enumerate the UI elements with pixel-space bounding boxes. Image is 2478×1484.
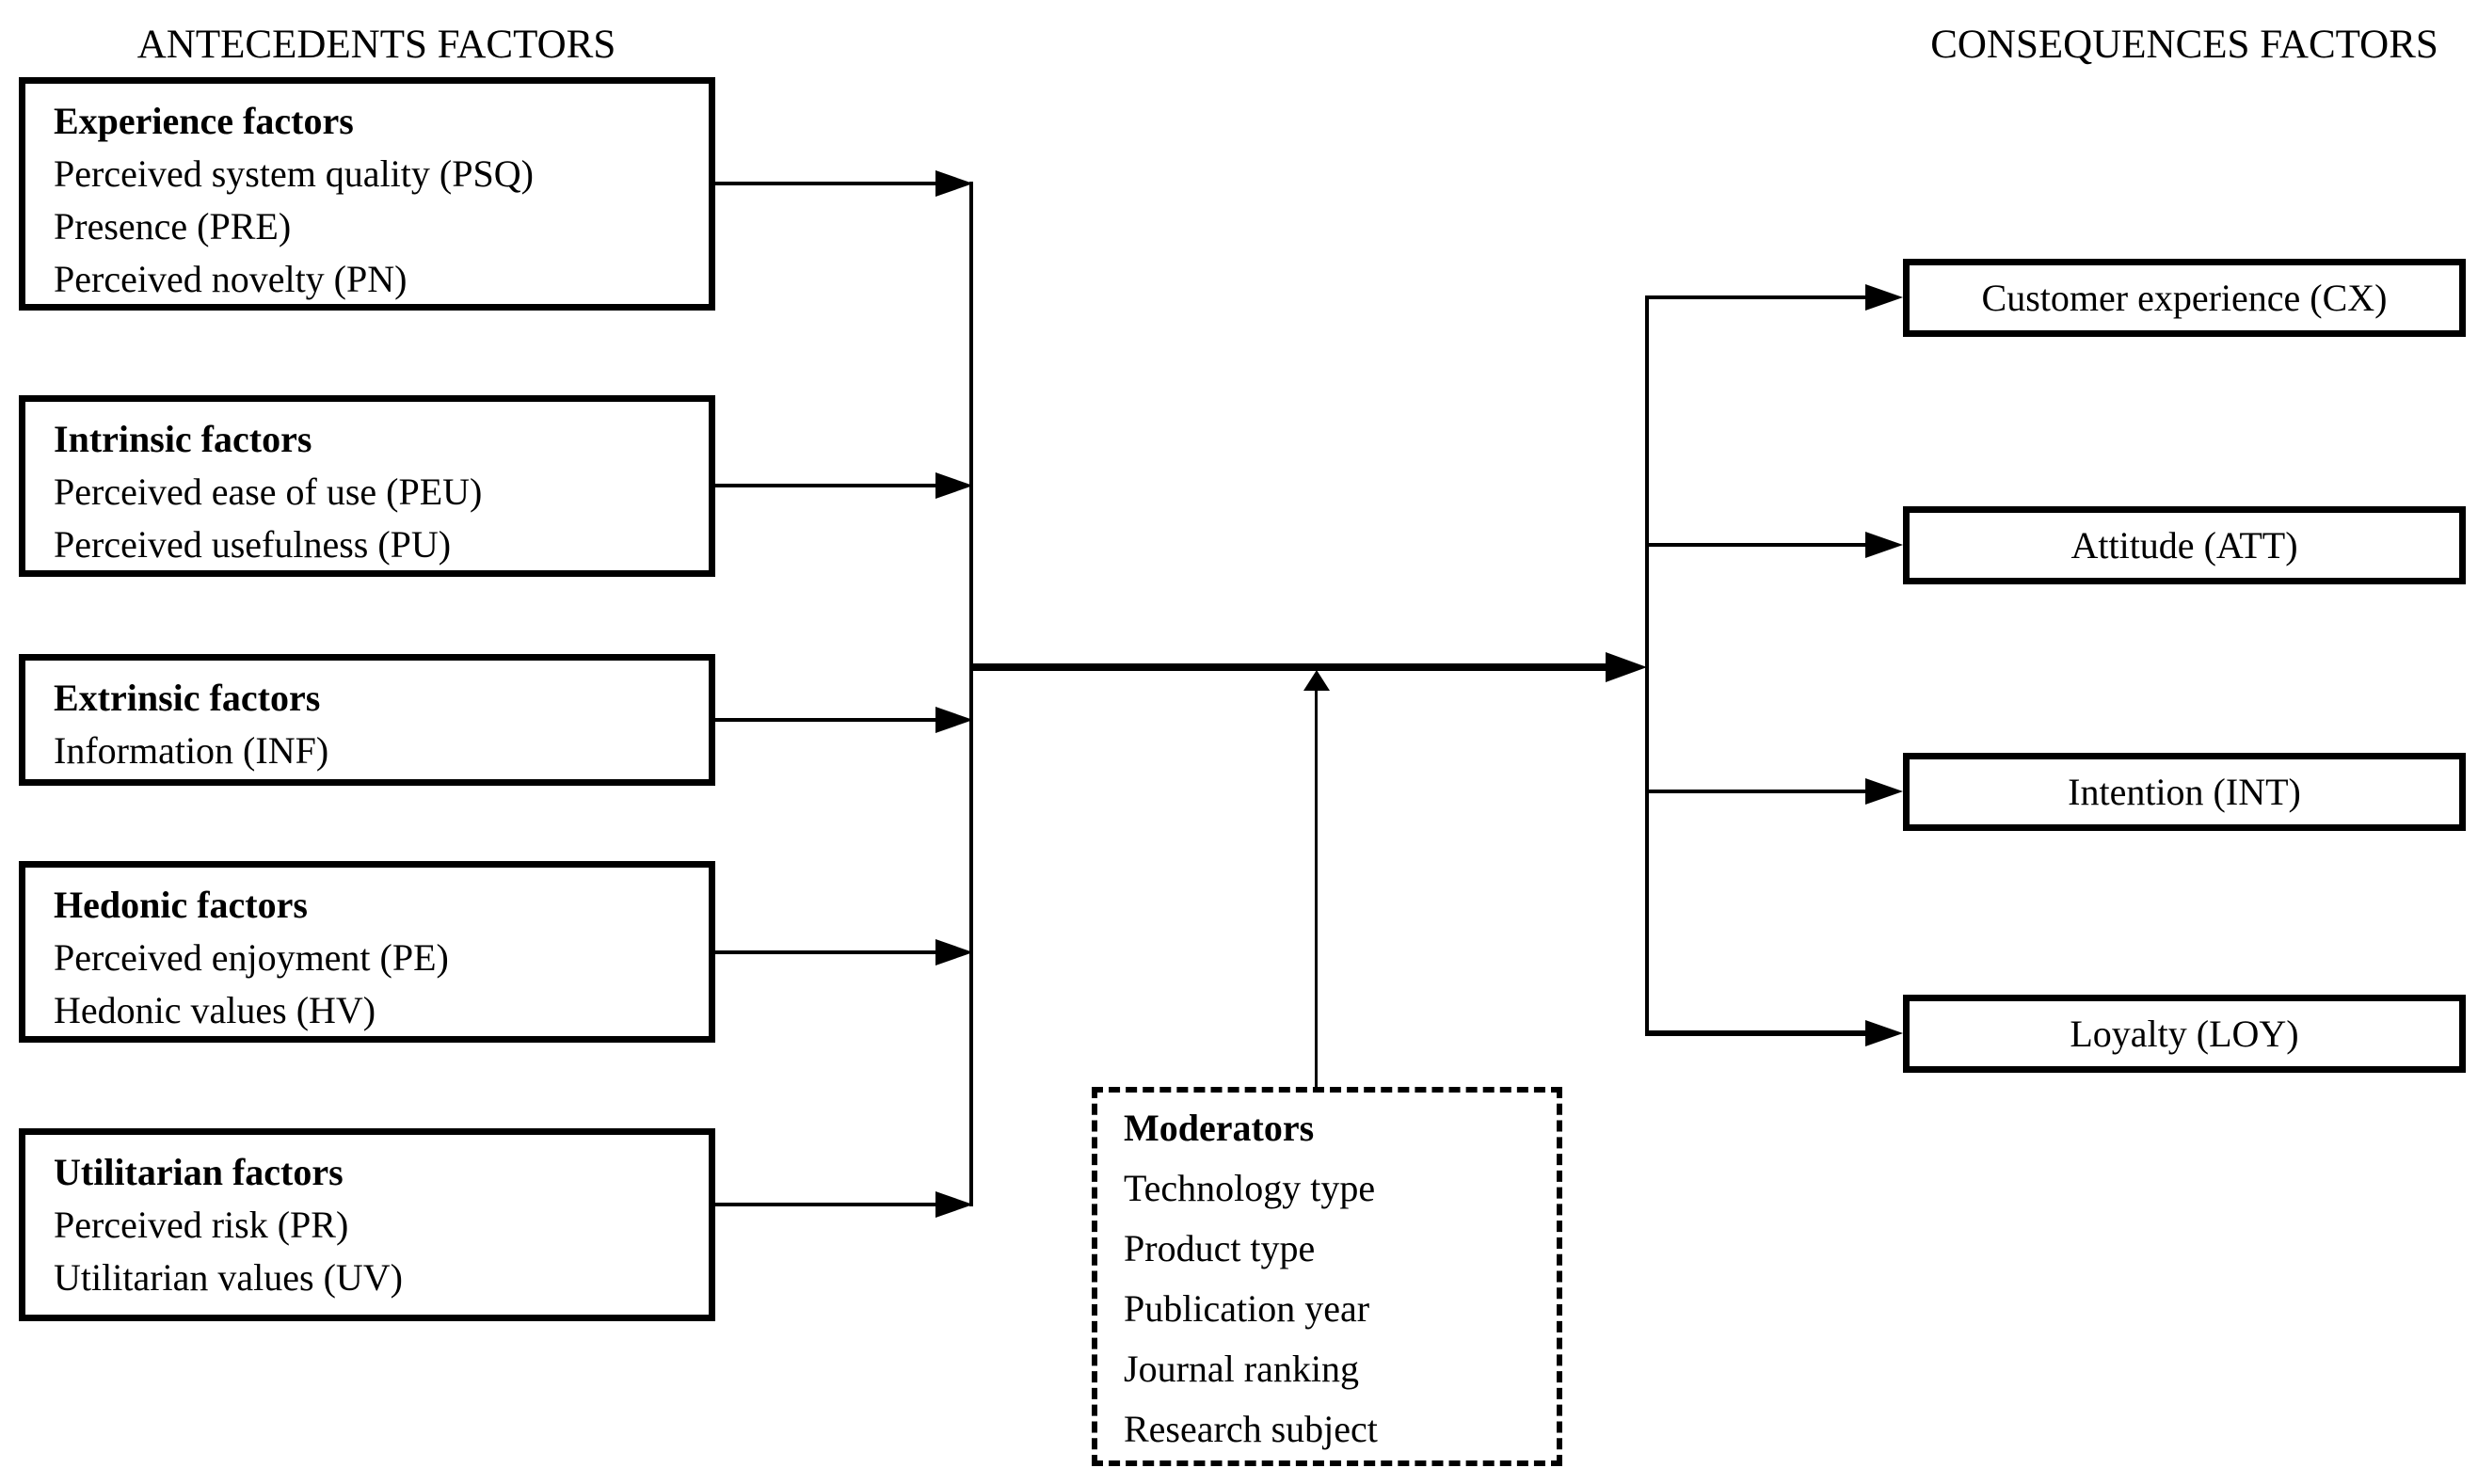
moderator-arrow-line bbox=[1315, 691, 1318, 1089]
intrinsic-arrowhead-icon bbox=[935, 472, 973, 499]
box-label: Intention (INT) bbox=[2068, 771, 2301, 813]
experience-arrowhead-icon bbox=[935, 170, 973, 197]
box-title: Intrinsic factors bbox=[54, 418, 312, 460]
hedonic-arrowhead-icon bbox=[935, 939, 973, 965]
intrinsic-arrow-line bbox=[709, 484, 939, 487]
consequences-distributor-line bbox=[1645, 295, 1649, 1036]
consequence-box-loyalty: Loyalty (LOY) bbox=[1903, 995, 2466, 1073]
box-title: Extrinsic factors bbox=[54, 677, 321, 719]
box-item: Journal ranking bbox=[1124, 1348, 1359, 1390]
box-item: Publication year bbox=[1124, 1287, 1370, 1330]
main-arrow-line bbox=[969, 663, 1607, 671]
extrinsic-arrow-line bbox=[709, 718, 939, 722]
loyalty-arrow-line bbox=[1647, 1030, 1869, 1036]
attitude-arrow-line bbox=[1647, 543, 1869, 547]
extrinsic-arrowhead-icon bbox=[935, 707, 973, 733]
box-label: Attitude (ATT) bbox=[2070, 524, 2298, 566]
box-item: Perceived usefulness (PU) bbox=[54, 523, 452, 566]
box-title: Hedonic factors bbox=[54, 884, 308, 926]
antecedent-box-extrinsic: Extrinsic factors Information (INF) bbox=[19, 654, 715, 786]
antecedents-collector-line bbox=[969, 182, 973, 1206]
customer-experience-arrow-line bbox=[1647, 295, 1869, 299]
box-item: Technology type bbox=[1124, 1167, 1376, 1209]
moderator-arrowhead-icon bbox=[1303, 670, 1330, 691]
intention-arrow-line bbox=[1647, 790, 1869, 793]
consequence-box-attitude: Attitude (ATT) bbox=[1903, 506, 2466, 584]
box-item: Perceived ease of use (PEU) bbox=[54, 471, 483, 513]
box-item: Information (INF) bbox=[54, 729, 329, 772]
box-item: Utilitarian values (UV) bbox=[54, 1256, 403, 1299]
hedonic-arrow-line bbox=[709, 950, 939, 954]
moderators-box: Moderators Technology type Product type … bbox=[1092, 1087, 1562, 1466]
experience-arrow-line bbox=[709, 182, 939, 185]
box-item: Presence (PRE) bbox=[54, 205, 292, 247]
antecedents-column-title: ANTECEDENTS FACTORS bbox=[136, 23, 616, 67]
box-item: Perceived enjoyment (PE) bbox=[54, 936, 449, 979]
box-title: Moderators bbox=[1124, 1107, 1315, 1149]
box-item: Research subject bbox=[1124, 1408, 1378, 1450]
box-item: Perceived risk (PR) bbox=[54, 1204, 349, 1246]
box-item: Perceived system quality (PSQ) bbox=[54, 152, 534, 195]
consequences-column-title: CONSEQUENCES FACTORS bbox=[1930, 23, 2438, 67]
box-item: Product type bbox=[1124, 1227, 1316, 1269]
consequence-box-intention: Intention (INT) bbox=[1903, 753, 2466, 831]
box-title: Utilitarian factors bbox=[54, 1151, 344, 1193]
antecedent-box-hedonic: Hedonic factors Perceived enjoyment (PE)… bbox=[19, 861, 715, 1043]
loyalty-arrowhead-icon bbox=[1865, 1020, 1903, 1046]
customer-experience-arrowhead-icon bbox=[1865, 284, 1903, 311]
utilitarian-arrow-line bbox=[709, 1203, 939, 1206]
consequence-box-customer-experience: Customer experience (CX) bbox=[1903, 259, 2466, 337]
attitude-arrowhead-icon bbox=[1865, 532, 1903, 558]
antecedent-box-experience: Experience factors Perceived system qual… bbox=[19, 77, 715, 311]
antecedent-box-utilitarian: Utilitarian factors Perceived risk (PR) … bbox=[19, 1128, 715, 1321]
antecedent-box-intrinsic: Intrinsic factors Perceived ease of use … bbox=[19, 395, 715, 577]
box-title: Experience factors bbox=[54, 100, 354, 142]
utilitarian-arrowhead-icon bbox=[935, 1191, 973, 1218]
intention-arrowhead-icon bbox=[1865, 778, 1903, 805]
box-label: Customer experience (CX) bbox=[1981, 277, 2388, 319]
box-item: Perceived novelty (PN) bbox=[54, 258, 408, 300]
box-label: Loyalty (LOY) bbox=[2070, 1013, 2299, 1055]
main-arrowhead-icon bbox=[1606, 652, 1647, 682]
box-item: Hedonic values (HV) bbox=[54, 989, 376, 1031]
